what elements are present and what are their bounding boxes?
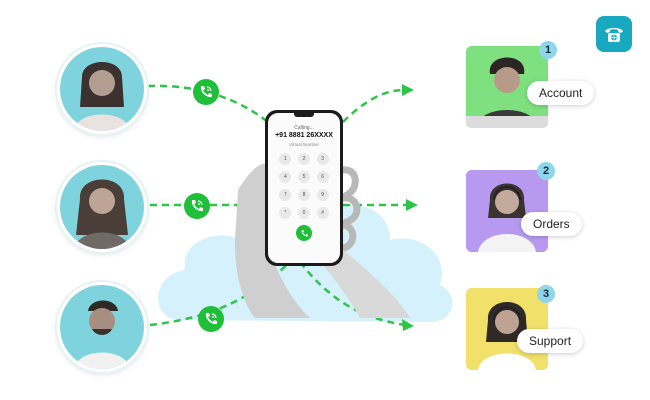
caller-photo-1 (57, 44, 147, 134)
phone-wave-icon (184, 193, 210, 219)
key-1[interactable]: 1 (279, 153, 291, 165)
outgoing-line-1 (343, 90, 405, 122)
calling-status: Calling... (268, 125, 340, 131)
department-label-account: Account (527, 81, 594, 105)
call-button[interactable] (296, 225, 312, 241)
arrowhead-icon (402, 84, 414, 96)
caller-photo-3 (57, 282, 147, 372)
key-2[interactable]: 2 (298, 153, 310, 165)
key-7[interactable]: 7 (279, 189, 291, 201)
agent-number-badge: 3 (537, 285, 555, 303)
key-hash[interactable]: # (317, 207, 329, 219)
phone-wave-icon (193, 79, 219, 105)
arrowhead-icon (406, 199, 418, 211)
key-0[interactable]: 0 (298, 207, 310, 219)
phone-wave-icon (198, 306, 224, 332)
agent-number-badge: 2 (537, 162, 555, 180)
phone-notch (294, 113, 314, 117)
smartphone: Calling... +91 8881 26XXXX Virtual Numbe… (265, 110, 343, 266)
number-caption: Virtual Number (268, 142, 340, 147)
department-label-support: Support (517, 329, 583, 353)
agent-number-badge: 1 (539, 41, 557, 59)
key-3[interactable]: 3 (317, 153, 329, 165)
caller-photo-2 (57, 162, 147, 252)
phone-screen: Calling... +91 8881 26XXXX Virtual Numbe… (268, 113, 340, 263)
agent-card-orders (466, 170, 548, 252)
key-star[interactable]: * (279, 207, 291, 219)
key-6[interactable]: 6 (317, 171, 329, 183)
dialed-number: +91 8881 26XXXX (268, 132, 340, 139)
key-9[interactable]: 9 (317, 189, 329, 201)
key-5[interactable]: 5 (298, 171, 310, 183)
key-8[interactable]: 8 (298, 189, 310, 201)
key-4[interactable]: 4 (279, 171, 291, 183)
telephone-globe-icon (596, 16, 632, 52)
phone-icon (300, 229, 309, 238)
dial-keypad: 1 2 3 4 5 6 7 8 9 * 0 # (276, 153, 332, 219)
department-label-orders: Orders (521, 212, 582, 236)
